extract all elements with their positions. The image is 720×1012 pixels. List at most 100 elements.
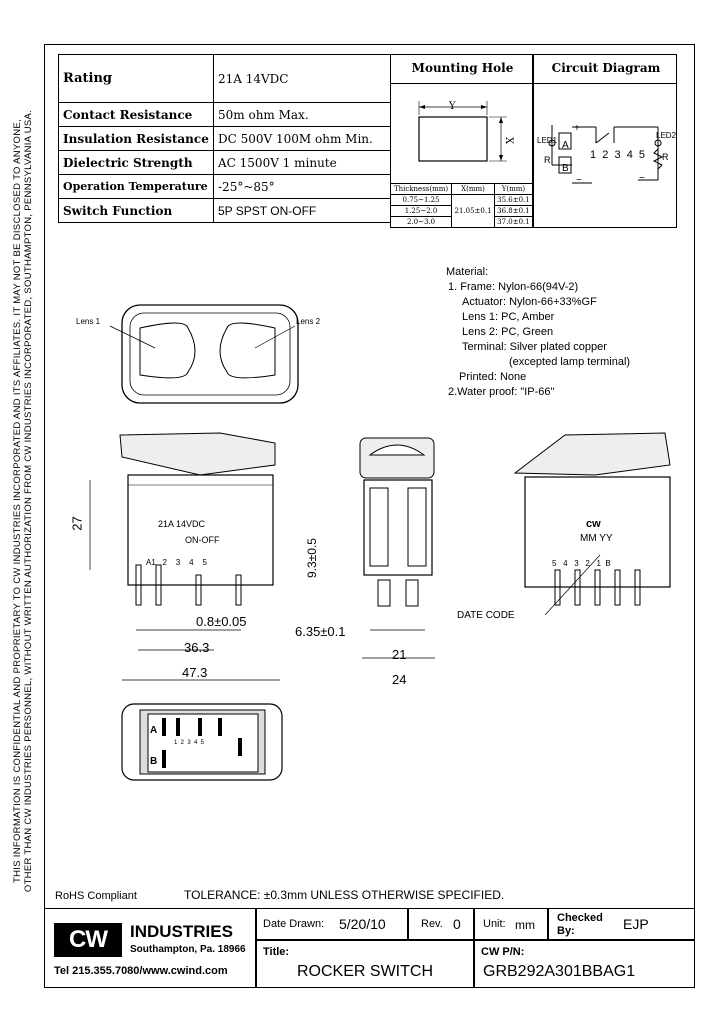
- dim-inner-width: 36.3: [184, 640, 210, 655]
- company-block: CW INDUSTRIES Southampton, Pa. 18966 Tel…: [44, 908, 256, 988]
- rev-label: Rev.: [421, 918, 443, 930]
- bottom-b-label: B: [150, 756, 158, 767]
- material-heading: Material:: [446, 266, 489, 278]
- side-view-drawing: [359, 437, 435, 659]
- mh-header: Y(mm): [493, 183, 534, 195]
- dim-side-inner: 21: [392, 647, 407, 662]
- material-line: Actuator: Nylon-66+33%GF: [462, 296, 597, 308]
- unit-cell: Unit: mm: [474, 908, 548, 940]
- company-contact: Tel 215.355.7080/www.cwind.com: [54, 965, 228, 977]
- part-number-label: CW P/N:: [481, 946, 525, 958]
- mh-cell: 35.6±0.1: [493, 194, 534, 206]
- resistor-2-label: R: [662, 152, 669, 162]
- dim-height: 27: [69, 516, 85, 531]
- title-cell: Title: ROCKER SWITCH: [256, 940, 474, 988]
- material-line: Lens 2: PC, Green: [462, 326, 554, 338]
- dim-y-label: Y: [449, 101, 456, 112]
- rear-date-mark: MM YY: [580, 533, 613, 544]
- company-logo: CW: [54, 923, 122, 957]
- bottom-view-drawing: [121, 703, 283, 781]
- rear-view-drawing: [513, 432, 671, 615]
- date-drawn-value: 5/20/10: [339, 916, 386, 932]
- minus-label-1: −: [576, 175, 582, 186]
- part-number-value: GRB292A301BBAG1: [483, 963, 636, 980]
- mh-cell: 37.0±0.1: [493, 216, 534, 228]
- material-line: Printed: None: [459, 371, 527, 383]
- dim-terminal-length: 9.3±0.5: [305, 538, 319, 578]
- rear-terminal-labels: 5 4 3 2 1 B: [552, 559, 611, 568]
- mh-header: Thickness(mm): [389, 183, 453, 195]
- part-number-cell: CW P/N: GRB292A301BBAG1: [474, 940, 695, 988]
- company-name: INDUSTRIES: [130, 922, 233, 941]
- checked-label: Checked By:: [557, 912, 603, 937]
- spec-label: Rating: [58, 54, 214, 103]
- dim-pitch: 0.8±0.05: [196, 614, 247, 629]
- unit-label: Unit:: [483, 918, 506, 930]
- material-line: 2.Water proof: "IP-66": [448, 386, 555, 398]
- mh-header: X(mm): [451, 183, 495, 195]
- dim-outer-width: 47.3: [182, 665, 208, 680]
- rohs-label: RoHS Compliant: [55, 890, 137, 902]
- date-drawn-label: Date Drawn:: [263, 918, 325, 930]
- dim-terminal-text: 9.3±0.5: [305, 538, 319, 578]
- minus-label-2: −: [639, 173, 645, 184]
- rev-value: 0: [453, 916, 461, 932]
- mounting-hole-title: Mounting Hole: [411, 61, 514, 75]
- front-rating-print: 21A 14VDC: [158, 519, 206, 529]
- mh-cell: 2.0~3.0: [389, 216, 453, 228]
- material-line: (excepted lamp terminal): [509, 356, 631, 368]
- resistor-1-label: R: [544, 155, 551, 165]
- dim-side-outer: 24: [392, 672, 407, 687]
- rev-cell: Rev. 0: [408, 908, 474, 940]
- circuit-diagram-panel: Circuit Diagram LED1 LED2 A B R R + − − …: [533, 54, 677, 228]
- title-label: Title:: [263, 946, 290, 958]
- spec-value: DC 500V 100M ohm Min.: [213, 126, 391, 151]
- material-line: Terminal: Silver plated copper: [462, 341, 607, 353]
- front-view-drawing: [89, 432, 280, 681]
- dim-tab-width: 6.35±0.1: [295, 624, 346, 639]
- spec-value: -25°~85°: [213, 174, 391, 199]
- mh-cell: 36.8±0.1: [493, 205, 534, 217]
- mounting-hole-drawing: [418, 101, 507, 162]
- spec-value: 5P SPST ON-OFF: [213, 198, 391, 223]
- mh-cell: 21.05±0.1: [451, 194, 495, 228]
- spec-label: Operation Temperature: [58, 174, 214, 199]
- mounting-hole-panel: Mounting Hole Y X Thickness(mm)X(mm)Y(mm…: [389, 54, 534, 228]
- bottom-a-label: A: [150, 725, 158, 736]
- unit-value: mm: [515, 918, 535, 932]
- top-view-drawing: [109, 304, 299, 404]
- date-drawn-cell: Date Drawn: 5/20/10: [256, 908, 408, 940]
- confidentiality-line-2: OTHER THAN CW INDUSTRIES PERSONNEL, WITH…: [23, 109, 34, 893]
- title-value: ROCKER SWITCH: [297, 963, 433, 980]
- circuit-schematic: [548, 125, 664, 184]
- spec-label: Contact Resistance: [58, 102, 214, 127]
- spec-value: 50m ohm Max.: [213, 102, 391, 127]
- front-function-print: ON-OFF: [185, 535, 220, 545]
- circuit-diagram-title: Circuit Diagram: [551, 61, 661, 75]
- spec-label: Dielectric Strength: [58, 150, 214, 175]
- terminal-a-label: A: [562, 140, 569, 151]
- date-code-label: DATE CODE: [457, 610, 515, 621]
- terminal-numbers: 1 2 3 4 5: [590, 149, 646, 161]
- spec-label: Insulation Resistance: [58, 126, 214, 151]
- lens1-label: Lens 1: [76, 317, 101, 326]
- spec-label: Switch Function: [58, 198, 214, 223]
- spec-value: AC 1500V 1 minute: [213, 150, 391, 175]
- front-terminal-labels: A1 2 3 4 5: [146, 558, 207, 567]
- led2-label: LED2: [656, 131, 677, 140]
- confidentiality-line-1: THIS INFORMATION IS CONFIDENTIAL AND PRO…: [12, 119, 23, 883]
- mh-cell: 0.75~1.25: [389, 194, 453, 206]
- checked-value: EJP: [623, 916, 649, 932]
- led1-label: LED1: [537, 136, 558, 145]
- company-city: Southampton, Pa. 18966: [130, 944, 246, 955]
- confidentiality-note: THIS INFORMATION IS CONFIDENTIAL AND PRO…: [12, 26, 34, 976]
- lens2-label: Lens 2: [296, 317, 321, 326]
- material-line: Lens 1: PC, Amber: [462, 311, 555, 323]
- tolerance-note: TOLERANCE: ±0.3mm UNLESS OTHERWISE SPECI…: [184, 888, 505, 902]
- rear-logo: cw: [586, 518, 601, 530]
- plus-label: +: [574, 123, 580, 134]
- drawing-border: [44, 44, 695, 988]
- spec-value: 21A 14VDC: [213, 54, 391, 103]
